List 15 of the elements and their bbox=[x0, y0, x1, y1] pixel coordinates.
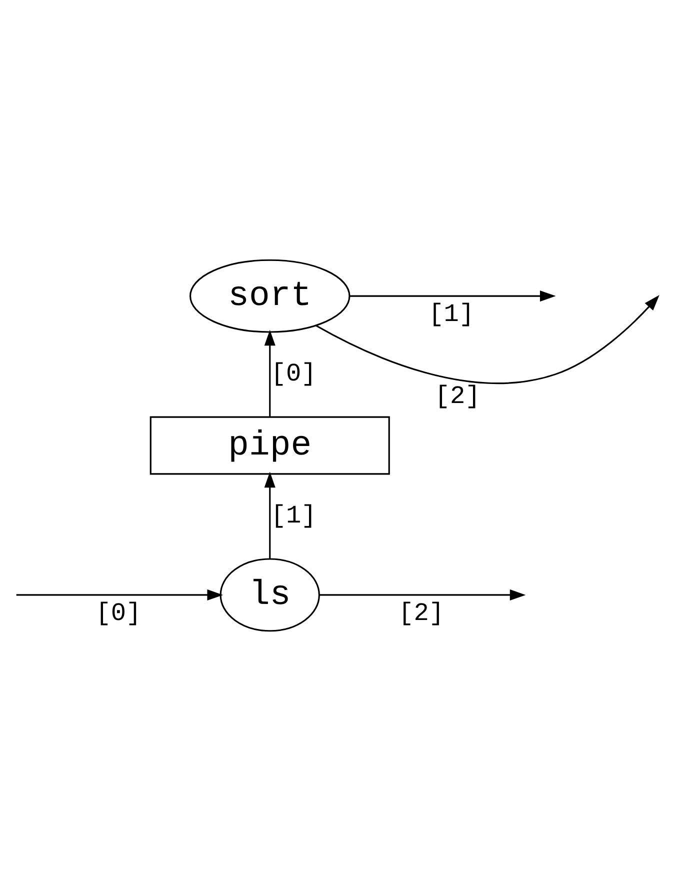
edge-label: [2] bbox=[434, 381, 480, 410]
arrow bbox=[315, 294, 660, 384]
arrow bbox=[320, 588, 526, 600]
edge-label: [0] bbox=[96, 598, 142, 628]
arrow bbox=[16, 588, 224, 600]
edge-label: [0] bbox=[270, 358, 316, 388]
node-ellipse: sort bbox=[189, 258, 350, 332]
arrow bbox=[350, 290, 556, 302]
edge-label: [1] bbox=[428, 300, 474, 329]
node-box: pipe bbox=[150, 416, 390, 474]
arrow bbox=[264, 471, 276, 558]
edge-label: [2] bbox=[398, 598, 444, 628]
node-ellipse: ls bbox=[220, 558, 320, 632]
arrow bbox=[264, 329, 276, 416]
edge-label: [1] bbox=[270, 501, 316, 530]
